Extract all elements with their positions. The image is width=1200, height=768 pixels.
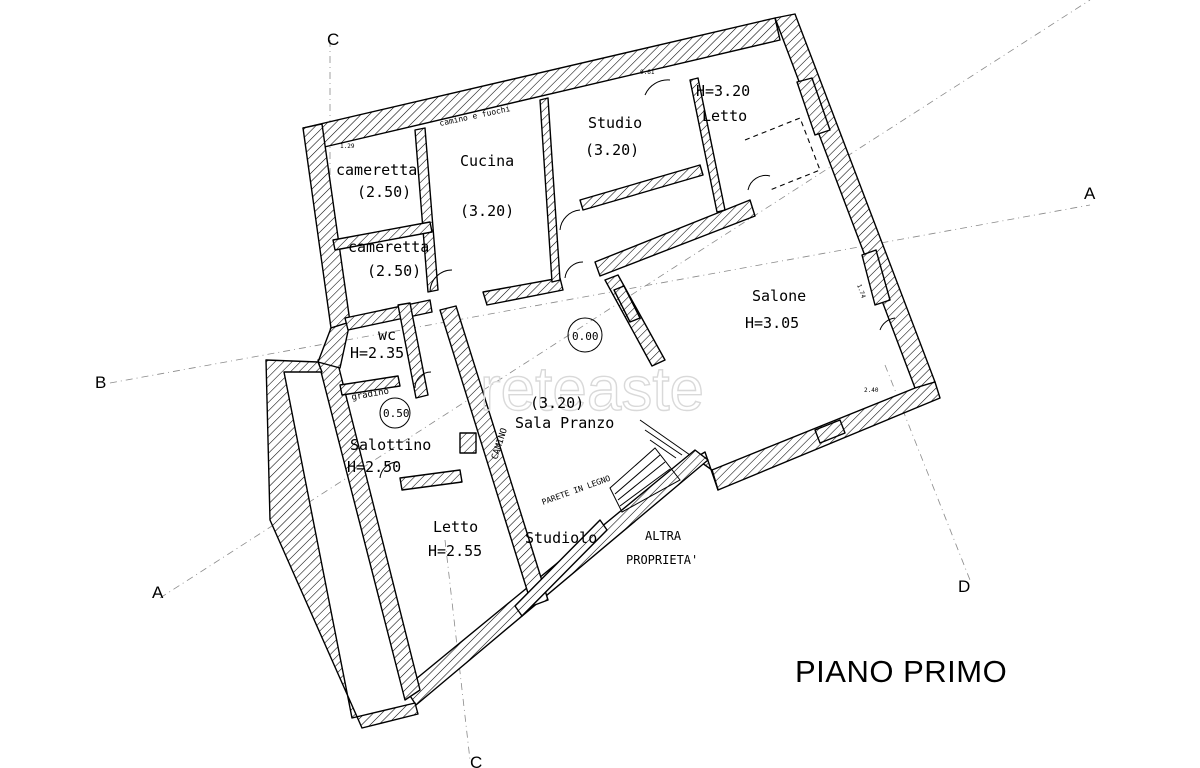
salone-vent-2 — [613, 285, 641, 323]
room-name-cucina: Cucina — [460, 152, 514, 170]
room-height-salone: H=3.05 — [745, 314, 799, 332]
wall-left-corner — [317, 321, 351, 369]
wall-cucina-bottom — [482, 277, 564, 306]
drawing-title: PIANO PRIMO — [795, 654, 1007, 689]
room-name-salone: Salone — [752, 287, 806, 305]
wall-cameretta-divider — [332, 221, 433, 251]
dim-label-061: 0.61 — [640, 69, 655, 76]
dim-label-129: 1.29 — [340, 143, 355, 150]
level-marker-salottino — [379, 397, 411, 429]
section-mark-a-left: A — [152, 583, 164, 602]
dim-label-240: 2.40 — [864, 387, 879, 394]
room-name-letto-bottom: Letto — [433, 518, 478, 536]
room-height-wc: H=2.35 — [350, 344, 404, 362]
room-height-studio: (3.20) — [585, 141, 639, 159]
staircase — [609, 419, 691, 513]
room-labels: cameretta (2.50) cameretta (2.50) Cucina… — [336, 82, 806, 560]
wall-studio-inner — [579, 164, 704, 211]
room-name-studio: Studio — [588, 114, 642, 132]
walls — [265, 13, 941, 729]
note-altra: ALTRA — [645, 529, 682, 543]
window-bay-1 — [796, 77, 831, 136]
room-name-cameretta-1: cameretta — [336, 161, 417, 179]
room-name-sala-pranzo: Sala Pranzo — [515, 414, 614, 432]
watermark-text: reteaste — [480, 355, 704, 424]
room-name-studiolo: Studiolo — [525, 529, 597, 547]
section-mark-b-left: B — [95, 373, 106, 392]
chimney — [459, 432, 477, 454]
window-bay-2 — [861, 249, 891, 306]
room-height-sala-pranzo: (3.20) — [530, 394, 584, 412]
salone-vent — [814, 419, 846, 444]
wall-salottino-bottom — [339, 375, 401, 396]
terrace-wall — [265, 359, 419, 729]
level-marker-main — [567, 317, 603, 353]
dashed-outline — [744, 117, 821, 191]
room-name-salottino: Salottino — [350, 436, 431, 454]
wall-letto-top — [399, 469, 463, 491]
doors — [379, 79, 896, 479]
wall-camino — [439, 305, 549, 607]
room-height-cameretta-1: (2.50) — [357, 183, 411, 201]
room-height-letto-bottom: H=2.55 — [428, 542, 482, 560]
room-name-wc: wc — [378, 326, 396, 344]
section-mark-c-bottom: C — [470, 753, 482, 768]
wall-cucina-studio — [539, 97, 561, 283]
section-mark-a-right: A — [1084, 184, 1096, 203]
section-markers: C C A A B D — [95, 30, 1096, 768]
wall-studiolo — [514, 519, 608, 617]
room-height-salottino: H=2.50 — [347, 458, 401, 476]
level-label-main: 0.00 — [572, 330, 599, 343]
level-label-salottino: 0.50 — [383, 407, 410, 420]
wall-left-upper — [302, 123, 351, 329]
section-mark-c-top: C — [327, 30, 339, 49]
wall-cucina-left — [414, 127, 439, 293]
room-height-letto-top: H=3.20 — [696, 82, 750, 100]
room-height-cucina: (3.20) — [460, 202, 514, 220]
wall-studio-bottom — [594, 199, 756, 277]
note-proprieta: PROPRIETA' — [626, 553, 698, 567]
note-parete-in-legno: PARETE IN LEGNO — [541, 474, 612, 507]
dim-label-174: 1.74 — [855, 283, 867, 299]
room-name-cameretta-2: cameretta — [348, 238, 429, 256]
room-name-letto-top: Letto — [702, 107, 747, 125]
room-height-cameretta-2: (2.50) — [367, 262, 421, 280]
wall-studio-letto — [689, 77, 726, 213]
wall-wc — [397, 302, 429, 399]
section-mark-d-right: D — [958, 577, 970, 596]
